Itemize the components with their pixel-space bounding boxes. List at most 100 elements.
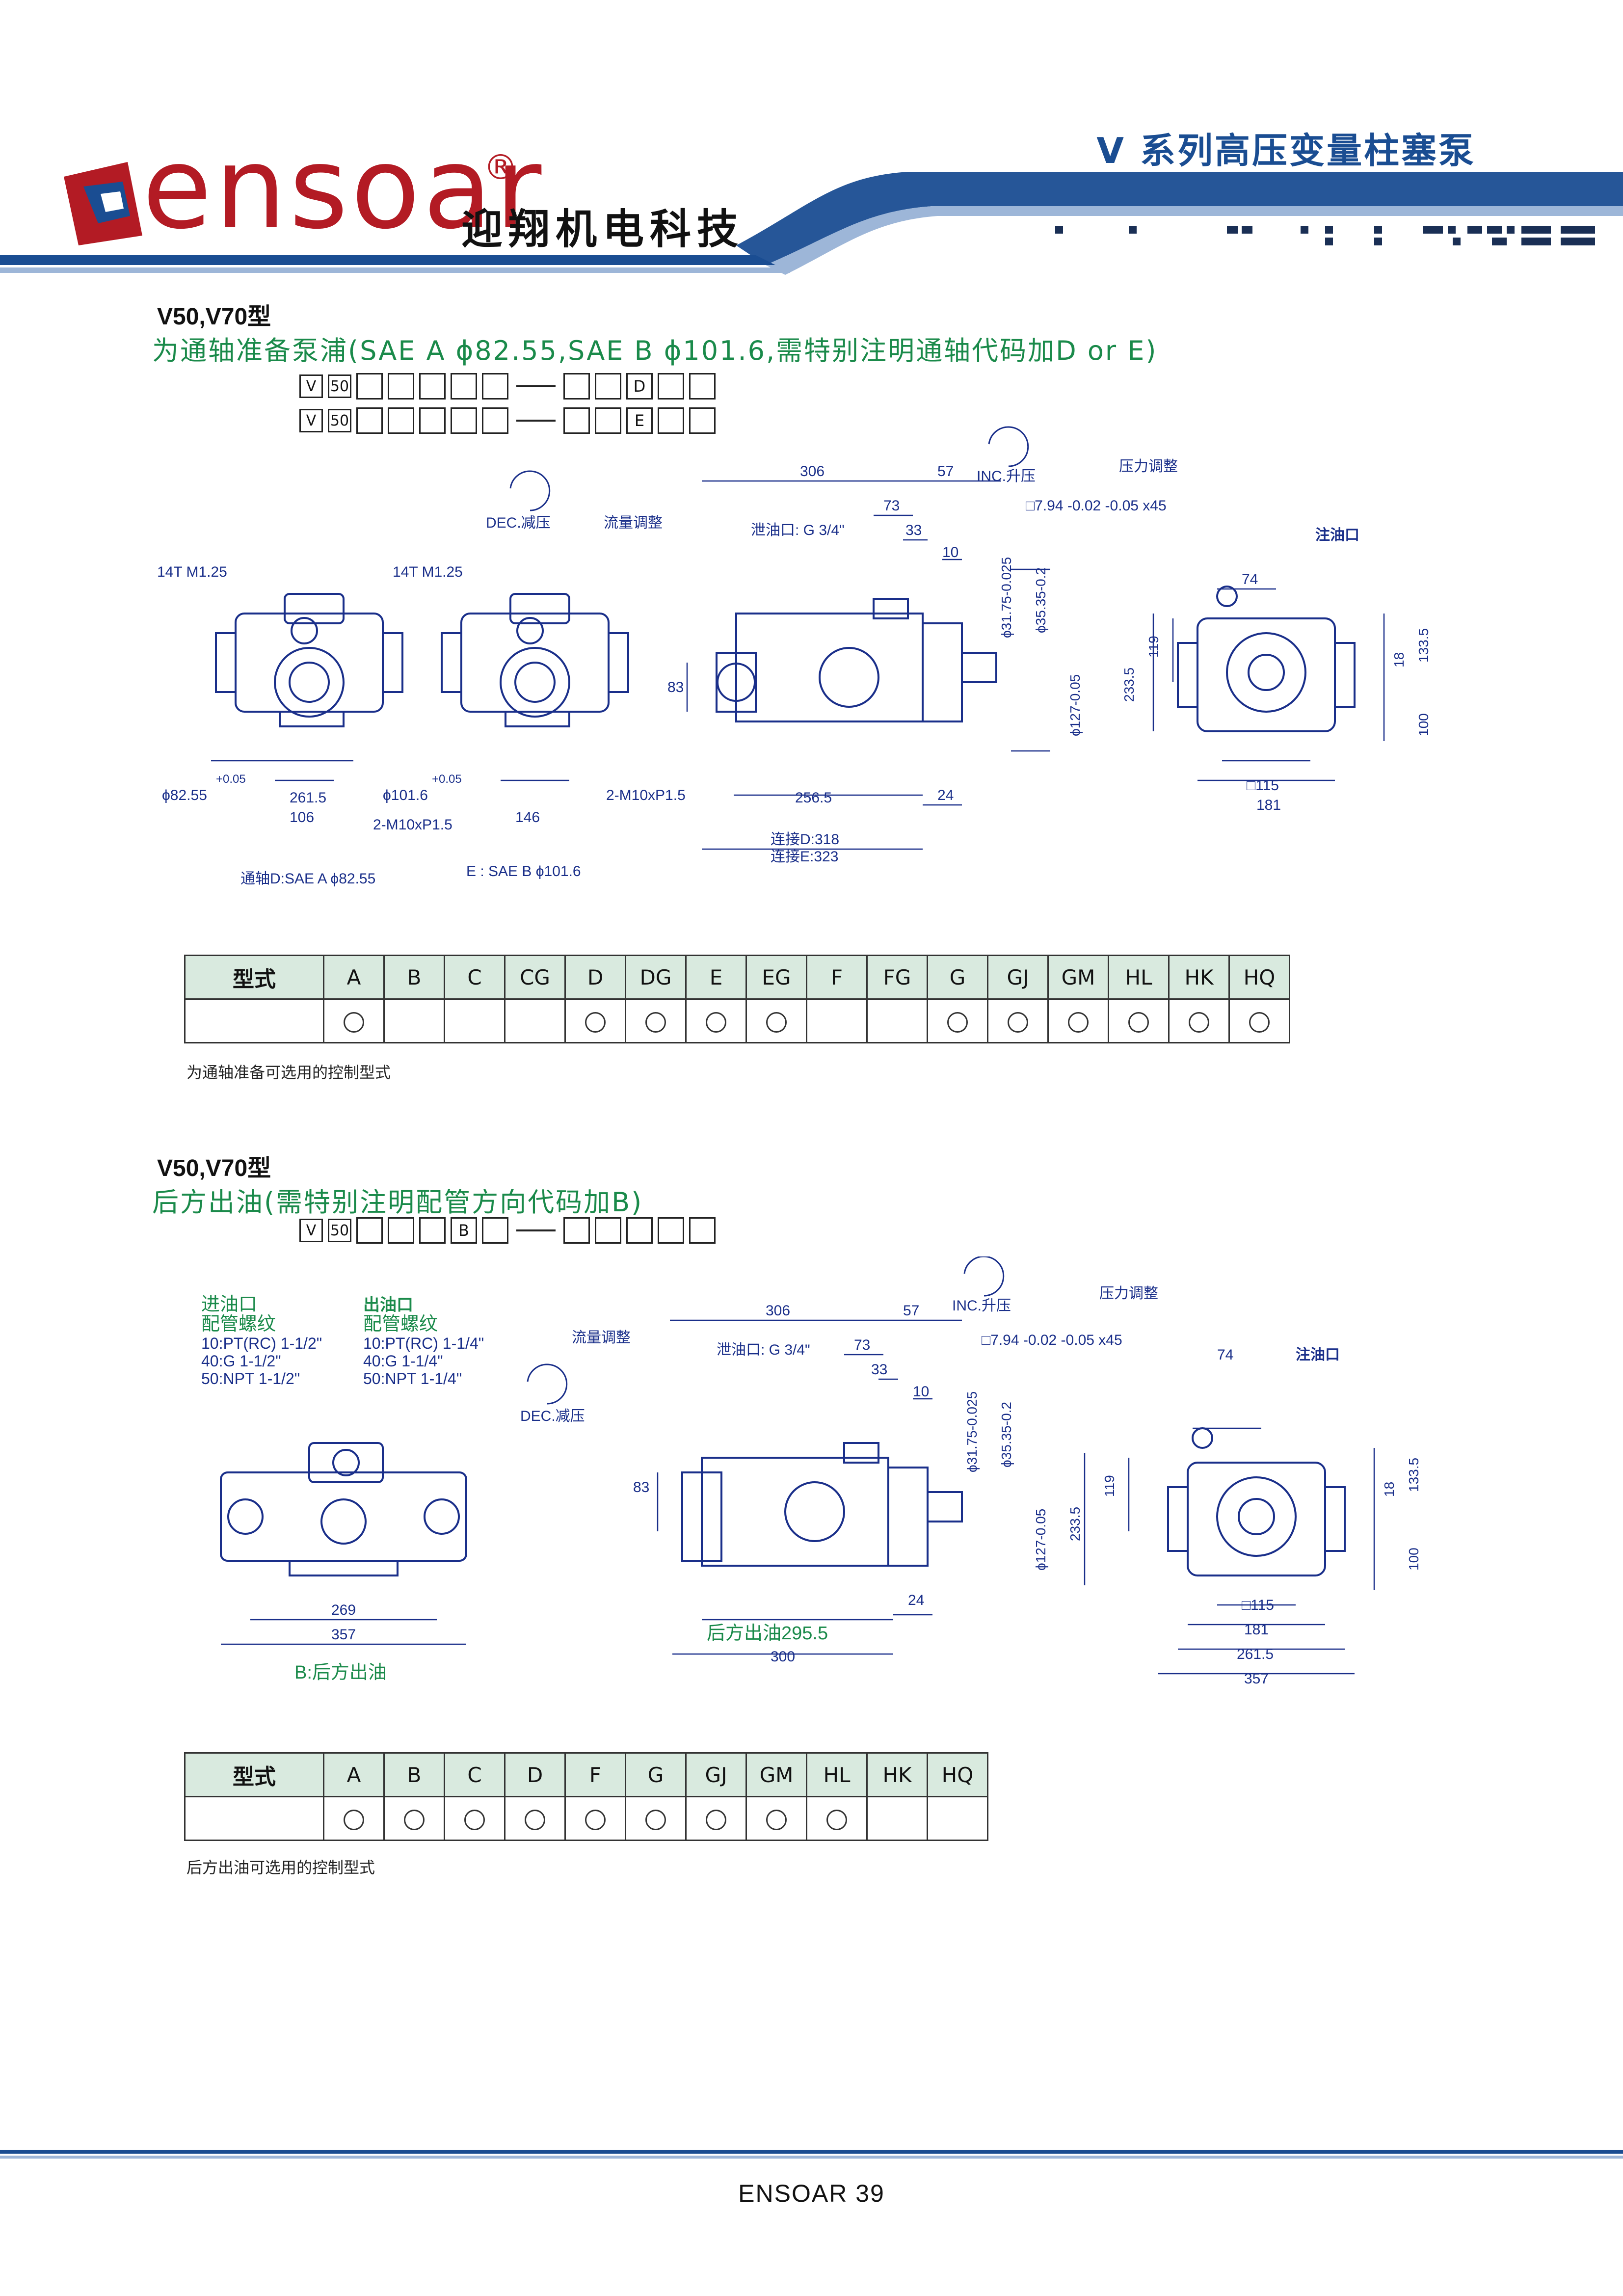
dim2-57: 57: [903, 1303, 919, 1319]
dec-label: DEC.减压: [486, 515, 551, 531]
flow-adjust-label: 流量调整: [604, 515, 663, 531]
tol-1: +0.05: [216, 773, 246, 786]
section2-note: 后方出油可选用的控制型式: [186, 1858, 375, 1877]
available-circle-icon: [464, 1810, 485, 1830]
pilot-dim-2: ϕ127-0.05: [1033, 1509, 1048, 1571]
code-box: E: [626, 407, 653, 434]
code-box: [658, 407, 684, 434]
control-availability: [927, 1796, 988, 1841]
code-box: V: [299, 409, 323, 432]
shaft-dim-1: ϕ31.75-0.025: [999, 557, 1014, 638]
code-box: [482, 407, 508, 434]
code-box: [595, 373, 621, 400]
footer-rule: [0, 2150, 1623, 2159]
dim-18: 18: [1391, 652, 1407, 667]
inlet-thread-3: 50:NPT 1-1/2": [201, 1370, 300, 1388]
available-circle-icon: [585, 1810, 606, 1830]
inc-label: INC.升压: [977, 468, 1036, 484]
code-box: [388, 1217, 414, 1244]
available-circle-icon: [706, 1012, 726, 1033]
control-code: CG: [504, 955, 566, 1000]
logo-text: ensoar: [142, 123, 545, 254]
section1-model: V50,V70型: [157, 304, 271, 330]
section1-drawing: DEC.减压 INC.升压 流量调整 压力调整 泄油口: G 3/4" 注油口 …: [157, 426, 1431, 887]
available-circle-icon: [525, 1810, 545, 1830]
dim-261: 261.5: [290, 790, 326, 806]
available-circle-icon: [1008, 1012, 1028, 1033]
code-box: [689, 373, 716, 400]
drain-label-2: 泄油口: G 3/4": [717, 1342, 810, 1358]
inc-label-2: INC.升压: [952, 1298, 1011, 1314]
available-circle-icon: [766, 1012, 787, 1033]
fill-label: 注油口: [1315, 527, 1359, 543]
drain-label: 泄油口: G 3/4": [751, 522, 845, 538]
m10-label-1: 2-M10xP1.5: [373, 817, 452, 833]
shaft2-dim-1: ϕ31.75-0.025: [964, 1391, 980, 1472]
code-box: [388, 407, 414, 434]
control-code: DG: [625, 955, 687, 1000]
table-label-blank: [184, 998, 324, 1043]
available-circle-icon: [766, 1810, 787, 1830]
control-code: B: [383, 955, 445, 1000]
code-dash: [516, 420, 556, 422]
outlet-title: 出油口: [363, 1296, 413, 1314]
code-box: [419, 407, 446, 434]
available-circle-icon: [585, 1012, 606, 1033]
series-title: V 系列高压变量柱塞泵: [1096, 130, 1476, 171]
control-availability: [323, 1796, 385, 1841]
control-code: GM: [745, 1752, 807, 1797]
dim2-115: □115: [1242, 1597, 1274, 1613]
control-availability: [866, 998, 928, 1043]
dim-106: 106: [290, 809, 314, 826]
dim2-119: 119: [1102, 1475, 1117, 1497]
outlet-thread-2: 40:G 1-1/4": [363, 1352, 443, 1370]
caption-b: B:后方出油: [294, 1662, 387, 1683]
control-availability: [685, 998, 747, 1043]
control-code: C: [444, 1752, 506, 1797]
control-code: HK: [1168, 955, 1230, 1000]
code-box: [689, 407, 716, 434]
code-box: [419, 373, 446, 400]
control-code: HQ: [1228, 955, 1290, 1000]
control-code: D: [564, 955, 626, 1000]
page-footer: ENSOAR 39: [738, 2180, 885, 2207]
control-availability: [625, 998, 687, 1043]
dim-306: 306: [800, 463, 825, 480]
control-code: HL: [1108, 955, 1170, 1000]
control-availability: [564, 998, 626, 1043]
code-box: D: [626, 373, 653, 400]
control-code: A: [323, 955, 385, 1000]
registered-mark: ®: [483, 147, 518, 187]
dim2-33: 33: [871, 1362, 887, 1378]
available-circle-icon: [344, 1810, 364, 1830]
section1-note: 为通轴准备可选用的控制型式: [186, 1063, 391, 1082]
phi-101: ϕ101.6: [383, 787, 428, 803]
control-availability: [685, 1796, 747, 1841]
code-box: 50: [328, 1219, 351, 1242]
available-circle-icon: [1128, 1012, 1149, 1033]
control-code: F: [806, 955, 868, 1000]
dim2-10: 10: [913, 1384, 929, 1400]
dim2-83: 83: [633, 1479, 649, 1495]
pilot-dim: ϕ127-0.05: [1067, 674, 1083, 736]
code-box: [563, 407, 590, 434]
dim2-24: 24: [908, 1592, 924, 1608]
available-circle-icon: [645, 1810, 666, 1830]
dec-label-2: DEC.减压: [520, 1408, 585, 1424]
code-box: 50: [328, 374, 351, 398]
section2-description: 后方出油(需特别注明配管方向代码加B): [152, 1187, 643, 1218]
dim2-181: 181: [1244, 1622, 1269, 1638]
tol-2: +0.05: [432, 773, 462, 786]
section2-drawing: 进油口 配管螺纹 出油口 配管螺纹 10:PT(RC) 1-1/2" 40:G …: [201, 1256, 1421, 1687]
code-box: [563, 373, 590, 400]
control-code: FG: [866, 955, 928, 1000]
inlet-title: 进油口: [201, 1294, 257, 1315]
code-box: [689, 1217, 716, 1244]
control-code: GJ: [987, 955, 1049, 1000]
dim2-269: 269: [331, 1602, 356, 1618]
available-circle-icon: [645, 1012, 666, 1033]
table-label: 型式: [184, 955, 324, 1000]
dim-100: 100: [1416, 713, 1431, 736]
dim-24: 24: [937, 787, 954, 803]
